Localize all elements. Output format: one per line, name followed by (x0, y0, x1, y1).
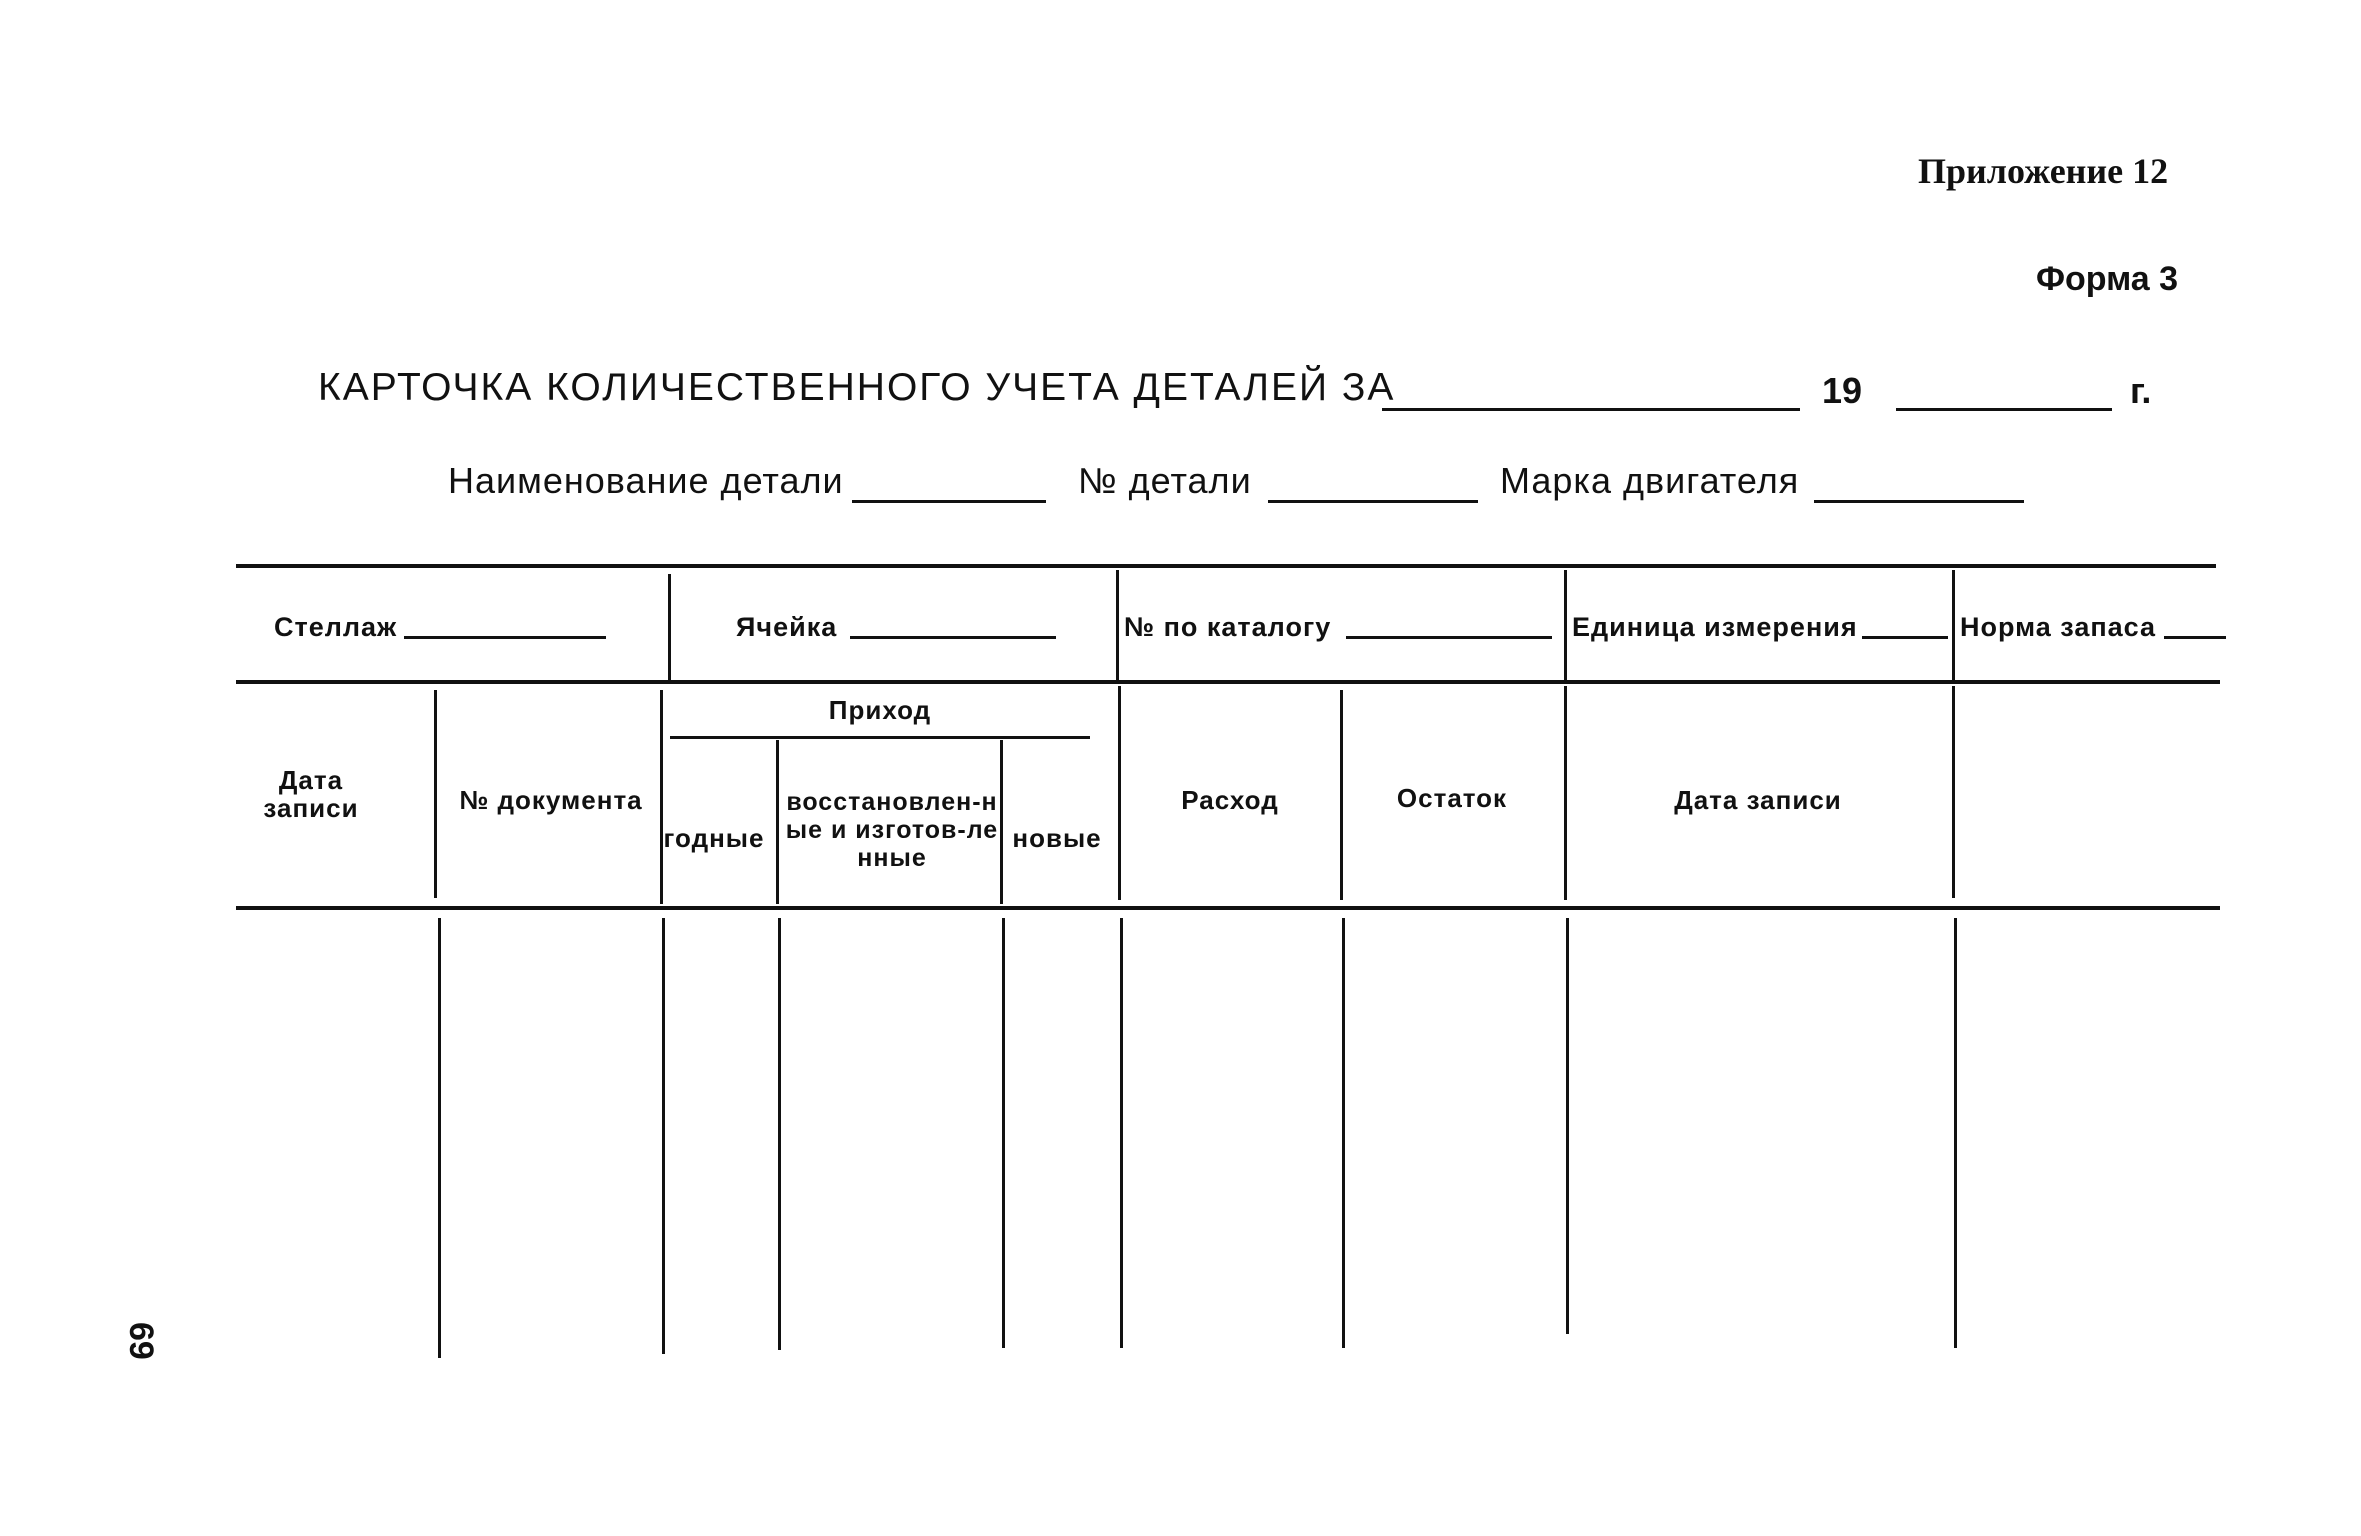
period-blank[interactable] (1382, 408, 1800, 411)
col-line-4-head (1000, 740, 1003, 904)
catalog-number-label: № по каталогу (1124, 612, 1332, 642)
stock-norm-blank[interactable] (2164, 636, 2226, 639)
col-line-1-body (438, 918, 441, 1358)
header-divider-2 (1116, 570, 1119, 680)
table-top-rule (236, 564, 2216, 568)
part-name-blank[interactable] (852, 500, 1046, 503)
part-name-label: Наименование детали (448, 460, 844, 501)
year-blank[interactable] (1896, 408, 2112, 411)
entry-date-2-header: Дата записи (1674, 785, 1842, 815)
col-line-7-body (1566, 918, 1569, 1334)
new-header: новые (1012, 823, 1102, 853)
col-line-8-body (1954, 918, 1957, 1348)
restored-header: восстановлен-ные и изготов-ленные (785, 788, 999, 872)
part-number-label: № детали (1078, 460, 1252, 501)
expense-header: Расход (1181, 785, 1279, 815)
page-number: 69 (122, 1322, 160, 1360)
usable-header: годные (663, 823, 765, 853)
card-title: КАРТОЧКА КОЛИЧЕСТВЕННОГО УЧЕТА ДЕТАЛЕЙ З… (318, 366, 1396, 409)
form-label: Форма 3 (2036, 260, 2179, 298)
engine-brand-label: Марка двигателя (1500, 460, 1800, 501)
income-header: Приход (828, 695, 932, 725)
appendix-label: Приложение 12 (1918, 151, 2169, 191)
col-line-8-head (1952, 686, 1955, 898)
col-line-5-head (1118, 686, 1121, 900)
unit-blank[interactable] (1862, 636, 1948, 639)
col-line-6-head (1340, 690, 1343, 900)
column-header-rule (236, 906, 2220, 910)
engine-brand-blank[interactable] (1814, 500, 2024, 503)
col-line-7-head (1564, 686, 1567, 900)
header-divider-3 (1564, 570, 1567, 680)
col-line-3-body (778, 918, 781, 1350)
header-divider-4 (1952, 570, 1955, 680)
rack-blank[interactable] (404, 636, 606, 639)
col-line-5-body (1120, 918, 1123, 1348)
header-divider-1 (668, 574, 671, 680)
catalog-number-blank[interactable] (1346, 636, 1552, 639)
entry-date-header: Дата записи (263, 765, 359, 823)
rack-label: Стеллаж (274, 612, 398, 642)
col-line-2-body (662, 918, 665, 1354)
col-line-4-body (1002, 918, 1005, 1348)
income-underline (670, 736, 1090, 739)
col-line-1-head (434, 690, 437, 898)
col-line-3-head (776, 740, 779, 904)
year-suffix: г. (2130, 370, 2152, 411)
document-number-header: № документа (459, 785, 643, 815)
col-line-2-head (660, 690, 663, 904)
year-prefix: 19 (1822, 370, 1863, 411)
cell-label: Ячейка (736, 612, 838, 642)
header-row-rule (236, 680, 2220, 684)
unit-label: Единица измерения (1572, 612, 1858, 642)
cell-blank[interactable] (850, 636, 1056, 639)
col-line-6-body (1342, 918, 1345, 1348)
stock-norm-label: Норма запаса (1960, 612, 2157, 642)
part-number-blank[interactable] (1268, 500, 1478, 503)
balance-header: Остаток (1396, 783, 1508, 813)
